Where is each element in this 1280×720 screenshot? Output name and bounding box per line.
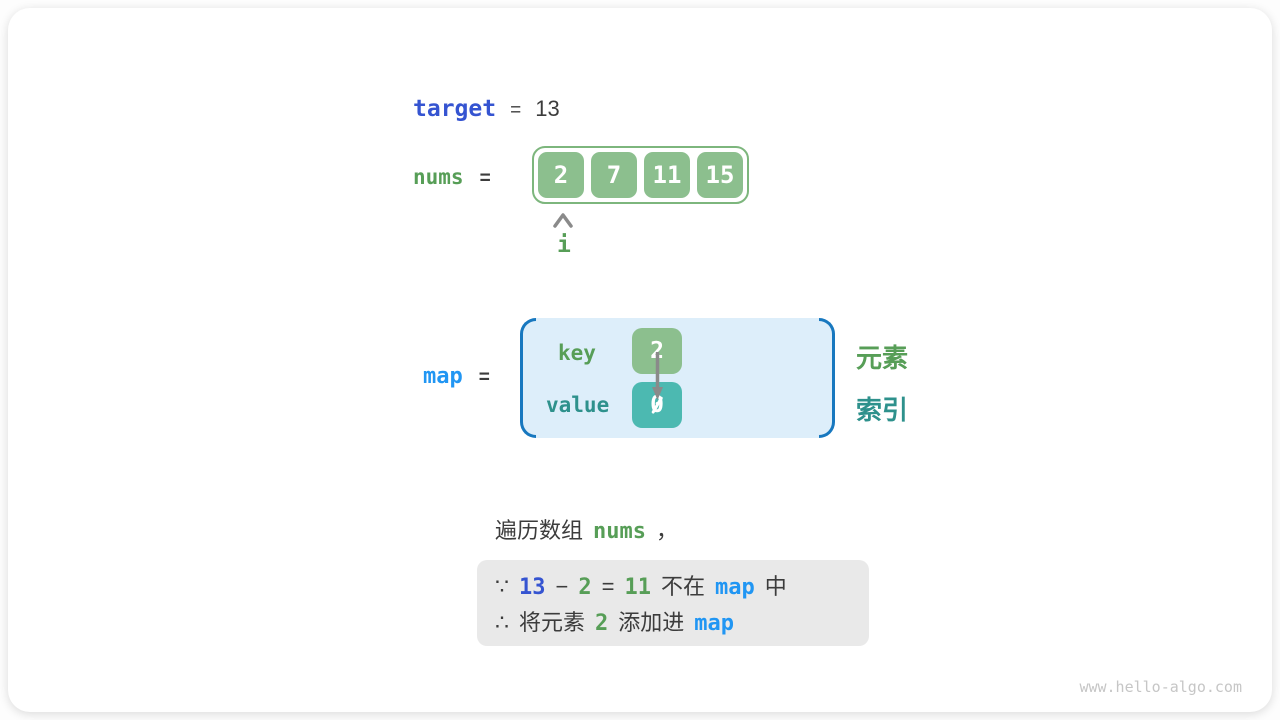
because-symbol: ∵	[495, 574, 509, 599]
note-target-number: 13	[519, 575, 546, 600]
map-key-label: key	[558, 341, 596, 365]
note-line2-map-code: map	[694, 611, 735, 636]
caption-line: 遍历数组 nums ，	[495, 513, 678, 545]
map-equals-sign: =	[478, 367, 490, 388]
map-right-bracket	[819, 318, 835, 438]
map-variable-name: map	[423, 364, 463, 389]
array-cell-1: 7	[591, 152, 637, 198]
nums-variable-name: nums	[413, 165, 464, 189]
map-row-label: map =	[423, 364, 490, 389]
note-line-1: ∵ 13 − 2 = 11 不在 map 中	[495, 571, 851, 603]
note-element-number: 2	[578, 575, 592, 600]
array-cell-3: 15	[697, 152, 743, 198]
note-line1-map-code: map	[714, 575, 755, 600]
minus-sign: −	[555, 574, 569, 599]
reasoning-note-box: ∵ 13 − 2 = 11 不在 map 中 ∴ 将元素 2 添加进 map	[477, 560, 869, 646]
caption-nums-code: nums	[593, 519, 646, 544]
nums-row-label: nums =	[413, 165, 491, 190]
note-line2-text-start: 将元素	[519, 610, 586, 635]
note-line1-text-end: 中	[764, 574, 787, 599]
note-line2-text-mid: 添加进	[618, 610, 685, 635]
map-key-cell-value: 2	[650, 338, 664, 364]
map-left-bracket	[520, 318, 536, 438]
target-variable-name: target	[413, 96, 497, 122]
element-side-label: 元素	[856, 343, 909, 373]
watermark-url: www.hello-algo.com	[1079, 678, 1242, 696]
index-pointer-arrow-icon	[553, 213, 573, 228]
index-pointer-label: i	[557, 232, 571, 258]
nums-array: 2 7 11 15	[532, 146, 749, 204]
nums-equals-sign: =	[479, 168, 491, 189]
map-value-label: value	[546, 393, 610, 417]
index-side-label: 索引	[856, 395, 909, 425]
note-line-2: ∴ 将元素 2 添加进 map	[495, 607, 851, 639]
array-cell-2: 11	[644, 152, 690, 198]
caption-prefix: 遍历数组	[495, 518, 584, 543]
target-row: target = 13	[413, 96, 560, 122]
target-value: 13	[535, 96, 560, 121]
note-line2-element-number: 2	[595, 611, 609, 636]
map-container: key value 2 0	[520, 318, 835, 438]
therefore-symbol: ∴	[495, 610, 509, 635]
note-diff-number: 11	[624, 575, 651, 600]
map-value-cell-value: 0	[650, 392, 664, 418]
caption-comma: ，	[656, 518, 679, 543]
diagram-card: target = 13 nums = 2 7 11 15 i map = key…	[8, 8, 1272, 712]
note-equals-sign: =	[601, 574, 615, 599]
target-equals-sign: =	[510, 100, 522, 121]
key-to-value-arrow-icon	[652, 352, 663, 400]
array-cell-0: 2	[538, 152, 584, 198]
note-line1-text-mid: 不在	[660, 574, 705, 599]
